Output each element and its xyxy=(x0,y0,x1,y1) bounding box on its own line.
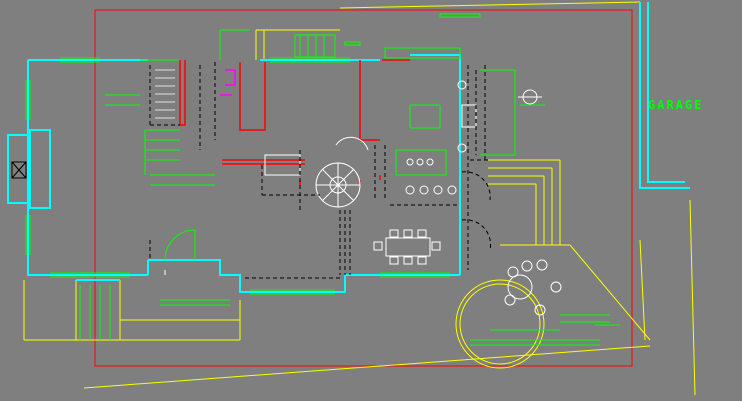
interior-walls xyxy=(179,59,410,185)
furniture xyxy=(164,80,562,316)
doors-windows xyxy=(25,13,620,346)
property-boundary xyxy=(94,9,633,367)
hidden-lines xyxy=(149,62,492,279)
exterior-walls xyxy=(7,2,690,293)
garage-label: GARAGE xyxy=(648,98,704,112)
site-lines xyxy=(23,1,696,396)
stair-treads xyxy=(155,69,175,119)
plumbing-fixtures xyxy=(220,69,236,96)
fireplace xyxy=(11,161,27,179)
